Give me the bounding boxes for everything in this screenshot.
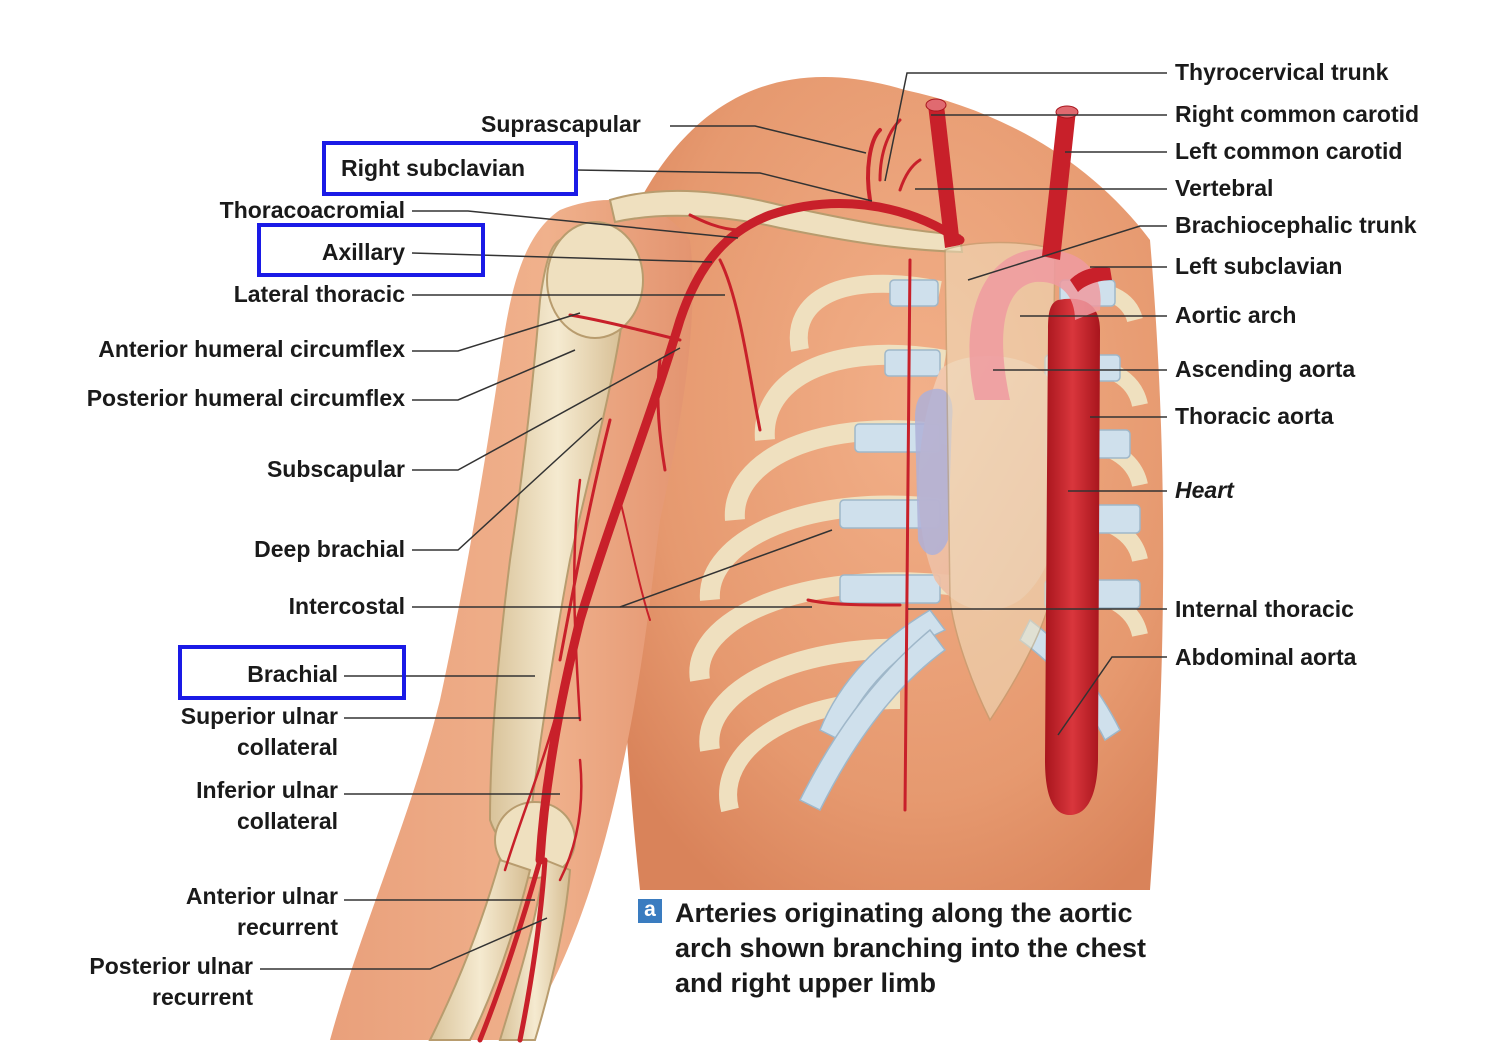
label-posterior-ulnar-recurrent-line1: Posterior ulnar bbox=[89, 953, 253, 979]
label-subscapular: Subscapular bbox=[266, 456, 405, 482]
label-thoracic-aorta: Thoracic aorta bbox=[1175, 403, 1334, 429]
label-superior-ulnar-collateral-line2: collateral bbox=[237, 734, 338, 760]
caption-line-3: and right upper limb bbox=[675, 968, 936, 998]
label-right-common-carotid: Right common carotid bbox=[1175, 101, 1420, 127]
label-axillary: Axillary bbox=[321, 239, 405, 265]
descending-aorta bbox=[1045, 298, 1100, 815]
aortic-arch bbox=[969, 249, 1101, 400]
leader-lines bbox=[260, 72, 1167, 970]
caption-line-1: Arteries originating along the aortic bbox=[675, 898, 1133, 928]
label-intercostal: Intercostal bbox=[288, 593, 405, 619]
label-aortic-arch: Aortic arch bbox=[1175, 302, 1297, 328]
label-lateral-thoracic: Lateral thoracic bbox=[233, 281, 405, 307]
label-inferior-ulnar-collateral-line2: collateral bbox=[237, 808, 338, 834]
label-thyrocervical-trunk: Thyrocervical trunk bbox=[1175, 59, 1389, 85]
highlight-box-right-subclavian bbox=[322, 141, 578, 196]
radius-bone bbox=[428, 858, 532, 1041]
label-posterior-ulnar-recurrent-line2: recurrent bbox=[152, 984, 253, 1010]
label-right-subclavian: Right subclavian bbox=[341, 155, 526, 181]
label-posterior-humeral-circumflex: Posterior humeral circumflex bbox=[86, 385, 405, 411]
label-superior-ulnar-collateral-line1: Superior ulnar bbox=[180, 703, 338, 729]
label-anterior-ulnar-recurrent: Anterior ulnar recurrent bbox=[186, 881, 338, 943]
label-abdominal-aorta: Abdominal aorta bbox=[1175, 644, 1357, 670]
label-anterior-ulnar-recurrent-line1: Anterior ulnar bbox=[185, 883, 338, 909]
humeral-head bbox=[546, 221, 644, 339]
caption-badge: a bbox=[638, 899, 662, 923]
label-superior-ulnar-collateral: Superior ulnar collateral bbox=[181, 701, 338, 763]
label-brachial: Brachial bbox=[247, 661, 338, 687]
highlight-box-axillary bbox=[257, 223, 485, 277]
label-brachiocephalic-trunk: Brachiocephalic trunk bbox=[1175, 212, 1417, 238]
label-vertebral: Vertebral bbox=[1175, 175, 1274, 201]
label-anterior-humeral-circumflex: Anterior humeral circumflex bbox=[98, 336, 405, 362]
figure-caption: Arteries originating along the aortic ar… bbox=[675, 896, 1235, 1001]
label-inferior-ulnar-collateral-line1: Inferior ulnar bbox=[196, 777, 338, 803]
right-common-carotid-vessel bbox=[928, 105, 960, 248]
label-thoracoacromial: Thoracoacromial bbox=[219, 197, 405, 223]
caption-line-2: arch shown branching into the chest bbox=[675, 933, 1147, 963]
label-ascending-aorta: Ascending aorta bbox=[1175, 356, 1356, 382]
label-posterior-ulnar-recurrent: Posterior ulnar recurrent bbox=[89, 951, 253, 1013]
label-left-common-carotid: Left common carotid bbox=[1175, 138, 1403, 164]
label-suprascapular: Suprascapular bbox=[481, 111, 641, 137]
label-inferior-ulnar-collateral: Inferior ulnar collateral bbox=[196, 775, 338, 837]
left-subclavian-vessel bbox=[1070, 267, 1112, 292]
label-deep-brachial: Deep brachial bbox=[254, 536, 405, 562]
label-heart: Heart bbox=[1175, 477, 1234, 503]
highlight-box-brachial bbox=[178, 645, 406, 700]
label-internal-thoracic: Internal thoracic bbox=[1175, 596, 1354, 622]
left-common-carotid-vessel bbox=[1042, 110, 1076, 260]
label-left-subclavian: Left subclavian bbox=[1175, 253, 1343, 279]
label-anterior-ulnar-recurrent-line2: recurrent bbox=[237, 914, 338, 940]
vena-cava bbox=[915, 388, 953, 555]
